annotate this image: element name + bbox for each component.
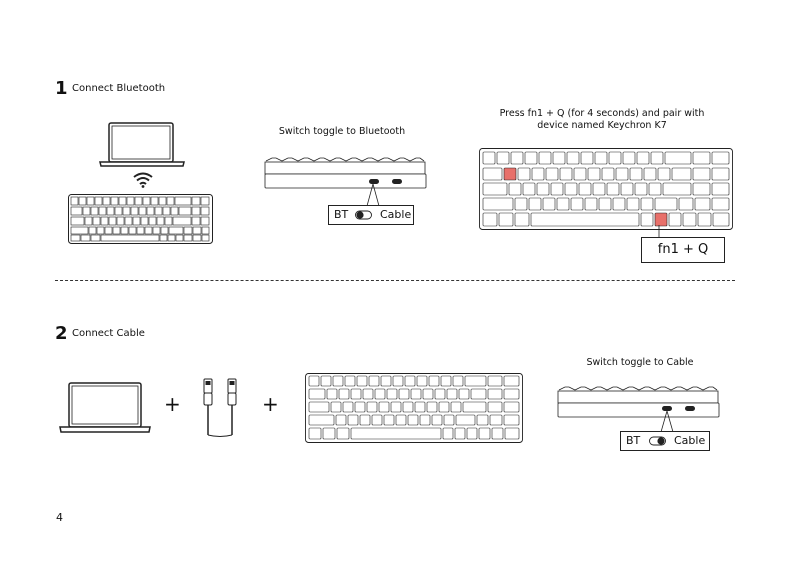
switch-bt-label: BT — [626, 434, 640, 447]
pointer-lines — [360, 183, 390, 207]
toggle-bt-icon — [355, 210, 373, 220]
plus-sign: + — [262, 394, 279, 414]
key-combo-box: fn1 + Q — [641, 237, 725, 263]
step2-number: 2 — [55, 325, 68, 343]
plus-sign: + — [164, 394, 181, 414]
page-number: 4 — [56, 511, 63, 524]
step2-toggle-caption: Switch toggle to Cable — [560, 357, 720, 369]
switch-label-box: BT Cable — [620, 431, 710, 451]
toggle-cable-icon — [649, 436, 667, 446]
step1-number: 1 — [55, 80, 68, 98]
pair-caption-line2: device named Keychron K7 — [480, 120, 724, 132]
switch-label-box: BT Cable — [328, 205, 414, 225]
usb-cable-icon — [198, 378, 242, 438]
keyboard-top-view — [479, 148, 733, 230]
keyboard-icon — [68, 194, 213, 244]
keyboard-top-view — [305, 373, 523, 443]
q-key — [504, 168, 516, 180]
step1-title: Connect Bluetooth — [72, 83, 165, 95]
switch-cable-label: Cable — [380, 208, 411, 221]
laptop-icon — [99, 122, 185, 168]
switch-bt-label: BT — [334, 208, 348, 221]
section-divider — [55, 280, 735, 281]
step1-toggle-caption: Switch toggle to Bluetooth — [262, 126, 422, 138]
keyboard-side-view — [264, 156, 428, 192]
wifi-icon — [133, 172, 153, 188]
laptop-icon — [59, 382, 151, 434]
pair-caption-line1: Press fn1 + Q (for 4 seconds) and pair w… — [480, 108, 724, 120]
step2-title: Connect Cable — [72, 328, 145, 340]
switch-cable-label: Cable — [674, 434, 705, 447]
keyboard-side-view — [557, 385, 721, 421]
